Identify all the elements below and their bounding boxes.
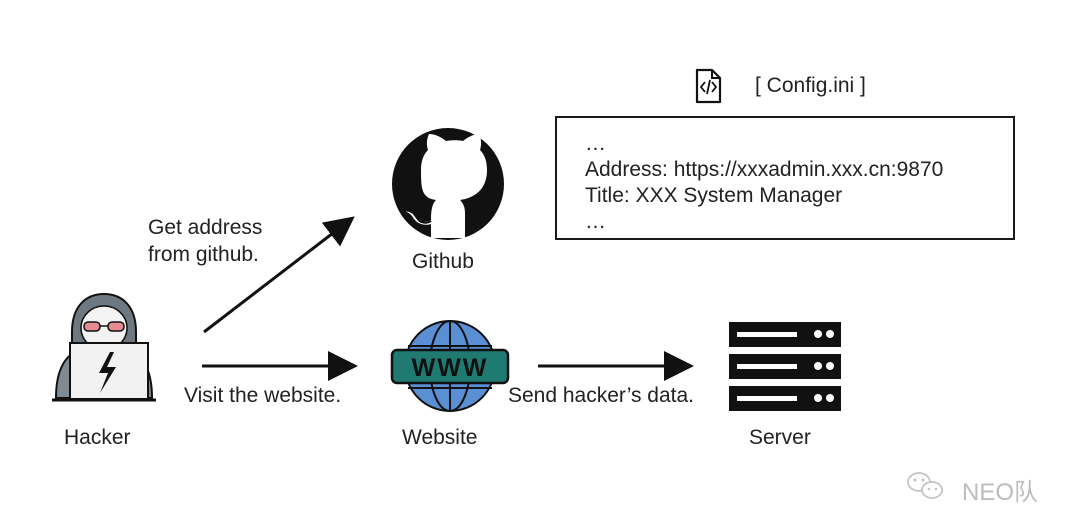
github-octocat-icon — [392, 128, 504, 240]
www-globe-icon: WWW — [390, 320, 510, 412]
arrow-hacker-to-github — [203, 216, 355, 334]
node-label-github: Github — [412, 250, 474, 273]
config-file-title: [ Config.ini ] — [755, 74, 866, 97]
watermark-text: NEO队 — [962, 479, 1039, 506]
svg-text:WWW: WWW — [412, 354, 489, 382]
server-rack-icon — [729, 322, 841, 411]
edge-label-website-to-server: Send hacker’s data. — [508, 384, 695, 407]
config-line-title: Title: XXX System Manager — [585, 184, 843, 207]
edge-label-hacker-to-github: Get address from github. — [148, 216, 263, 266]
config-line: … — [585, 132, 606, 155]
config-lines: … Address: https://xxxadmin.xxx.cn:9870 … — [585, 131, 943, 235]
config-content-box — [555, 116, 1015, 240]
config-line: … — [585, 210, 606, 233]
code-file-icon — [695, 68, 722, 104]
config-line-address: Address: https://xxxadmin.xxx.cn:9870 — [585, 158, 944, 181]
hacker-laptop-icon — [52, 292, 156, 402]
wechat-icon — [907, 472, 943, 499]
edge-label-hacker-to-website: Visit the website. — [184, 384, 342, 407]
node-label-hacker: Hacker — [64, 426, 131, 449]
node-label-website: Website — [402, 426, 478, 449]
node-label-server: Server — [749, 426, 811, 449]
